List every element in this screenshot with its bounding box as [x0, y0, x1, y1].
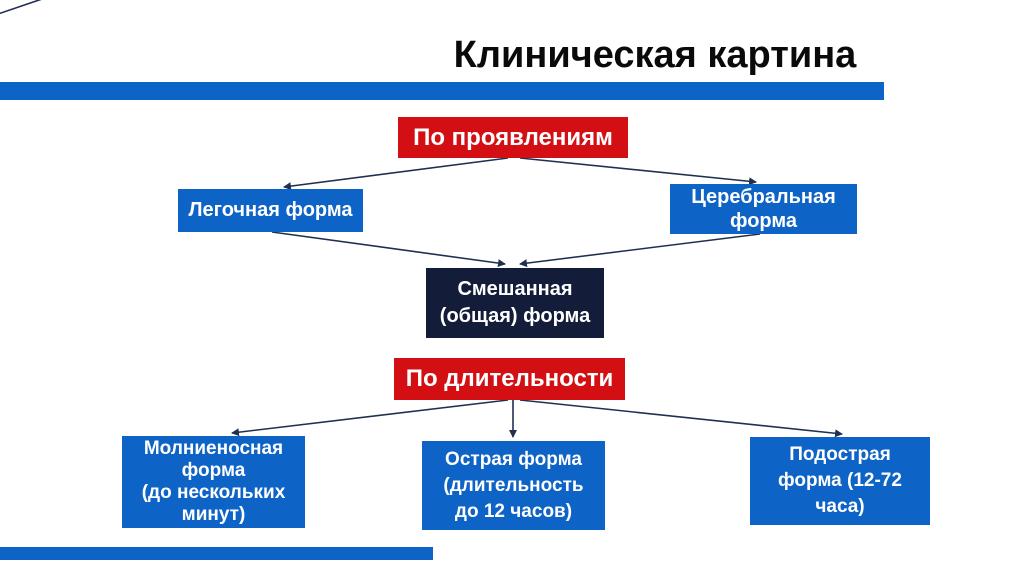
node-label-line: Подострая: [789, 444, 891, 465]
footer-accent-bar: [0, 547, 433, 560]
node-label-line: Острая форма: [445, 448, 582, 470]
node-label-line: Легочная форма: [188, 199, 353, 221]
node-label-line: (общая) форма: [439, 305, 591, 327]
node-label-line: (до нескольких: [141, 482, 286, 503]
corner-accent-line: [0, 0, 42, 15]
node-label-line: Молниеносная: [143, 438, 284, 459]
node-label-line: форма: [729, 210, 798, 232]
arrow-manifest-to-cerebral: [519, 157, 757, 186]
page-title: Клиническая картина: [453, 34, 857, 76]
node-label-line: до 12 часов): [454, 500, 573, 522]
node-label: По длительности: [405, 365, 614, 392]
node-label-line: часа): [815, 496, 865, 517]
node-label-line: Церебральная: [691, 186, 836, 208]
node-fulminant-form: Молниеносная форма (до нескольких минут): [122, 436, 305, 528]
node-label-line: Смешанная: [457, 278, 573, 300]
node-label-line: (длительность: [443, 474, 584, 496]
arrow-cerebral-to-mixed: [519, 233, 761, 268]
arrow-manifest-to-pulmonary: [283, 157, 509, 191]
title-underline-bar: [0, 82, 884, 100]
node-cerebral-form: Церебральная форма: [670, 184, 857, 234]
node-by-duration-header: По длительности: [394, 358, 625, 400]
arrow-pulmonary-to-mixed: [271, 231, 506, 268]
node-mixed-form: Смешанная (общая) форма: [426, 268, 604, 338]
node-label: По проявлениям: [413, 123, 613, 151]
arrow-duration-to-subacute: [519, 399, 843, 438]
arrow-duration-to-fulminant: [231, 399, 509, 437]
node-by-manifestation-header: По проявлениям: [398, 117, 628, 158]
node-label-line: форма (12-72: [778, 470, 902, 491]
node-pulmonary-form: Легочная форма: [178, 189, 363, 232]
node-label-line: форма: [181, 460, 246, 481]
node-subacute-form: Подострая форма (12-72 часа): [750, 437, 930, 525]
node-acute-form: Острая форма (длительность до 12 часов): [422, 441, 605, 530]
node-label-line: минут): [181, 504, 246, 525]
